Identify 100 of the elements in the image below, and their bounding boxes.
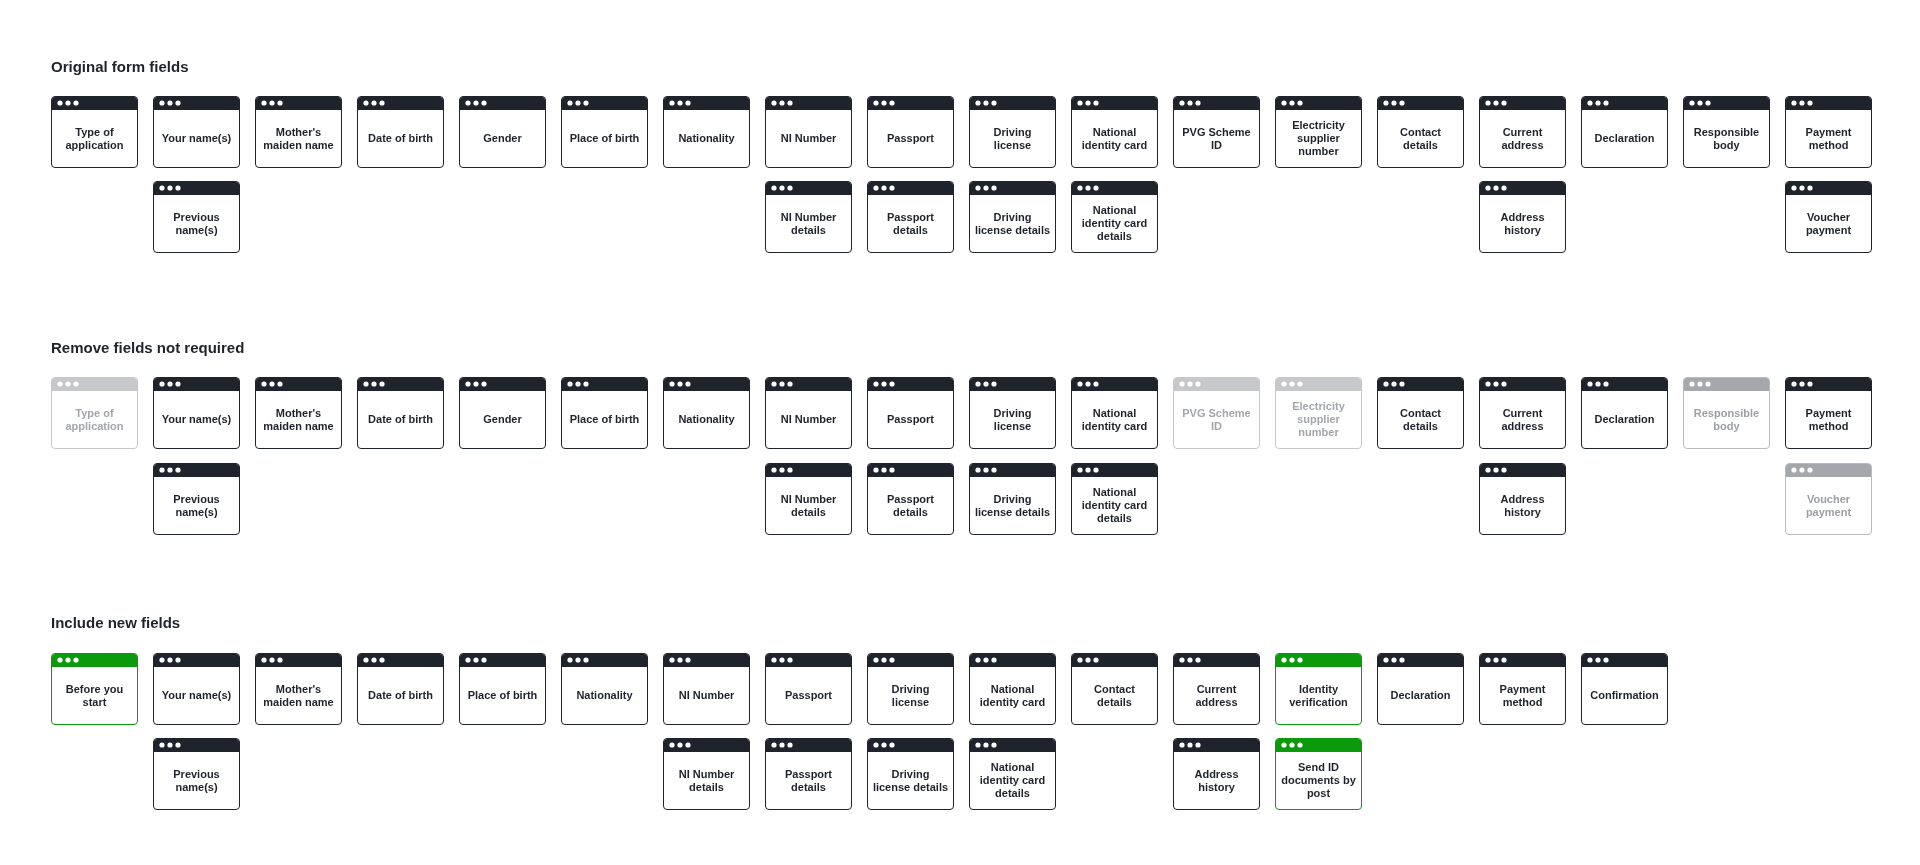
card-label: Type of application [64,406,125,433]
page-card [1785,463,1872,535]
page-card [51,96,138,168]
card-label: Contact details [1399,125,1442,152]
card-label: National identity card [1080,125,1149,152]
page-card [1785,181,1872,253]
page-card [765,463,852,535]
card-label: Payment method [1804,125,1853,152]
card-label: NI Number details [779,492,838,519]
page-card [51,377,138,449]
page-card [459,96,546,168]
page-card [1581,96,1668,168]
page-card [969,181,1056,253]
card-label: Date of birth [368,689,433,702]
card-label: Address history [1499,210,1546,237]
page-card [51,653,138,725]
page-card [1479,377,1566,449]
page-card [969,96,1056,168]
card-label: Previous name(s) [172,767,221,794]
card-label: National identity card [1080,406,1149,433]
card-label: Send ID documents by post [1280,761,1357,800]
card-label: NI Number [678,689,735,702]
page-card [663,377,750,449]
page-card [1479,463,1566,535]
page-card [357,377,444,449]
card-label: Current address [1500,406,1545,433]
card-label: Passport [886,413,935,426]
page-card [867,377,954,449]
page-card [867,653,954,725]
page-card [561,653,648,725]
card-label: Passport details [885,492,936,519]
card-label: Current address [1194,682,1239,709]
card-label: Nationality [576,689,633,702]
page-card [153,738,240,810]
page-card [663,653,750,725]
card-label: Date of birth [368,132,433,145]
card-label: Driving license [992,406,1033,433]
page-card [867,96,954,168]
card-label: Driving license [890,682,931,709]
page-card [1275,96,1362,168]
page-card [1377,653,1464,725]
card-label: Driving license details [872,767,949,794]
card-label: PVG Scheme ID [1181,125,1252,152]
page-card [561,96,648,168]
card-label: Your name(s) [161,132,232,145]
page-card [153,463,240,535]
page-card [1785,96,1872,168]
section-heading: Original form fields [51,58,189,75]
page-card [1071,463,1158,535]
card-label: NI Number details [677,767,736,794]
page-card [255,653,342,725]
page-card [357,653,444,725]
page-card [969,738,1056,810]
card-label: Gender [483,413,522,426]
page-card [153,96,240,168]
page-card [765,377,852,449]
card-label: Passport [784,689,833,702]
card-label: National identity card details [1080,204,1149,243]
card-label: Address history [1499,492,1546,519]
page-card [1071,377,1158,449]
page-card [1071,96,1158,168]
page-card [153,181,240,253]
card-label: Payment method [1498,682,1547,709]
page-card [1581,653,1668,725]
page-card [1173,738,1260,810]
card-label: Contact details [1093,682,1136,709]
card-label: NI Number details [779,210,838,237]
card-label: Type of application [64,125,125,152]
card-label: PVG Scheme ID [1181,406,1252,433]
card-label: Previous name(s) [172,210,221,237]
card-label: Electricity supplier number [1291,119,1346,158]
card-label: Payment method [1804,406,1853,433]
page-card [765,96,852,168]
card-label: Responsible body [1692,406,1761,433]
card-label: Mother's maiden name [262,125,335,152]
page-card [1275,377,1362,449]
card-label: Mother's maiden name [262,406,335,433]
card-label: Voucher payment [1804,492,1853,519]
card-label: Contact details [1399,406,1442,433]
card-label: Your name(s) [161,689,232,702]
page-card [1173,96,1260,168]
page-card [1581,377,1668,449]
page-card [765,181,852,253]
card-label: Nationality [678,132,735,145]
page-card [1479,96,1566,168]
card-label: Voucher payment [1804,210,1853,237]
page-card [459,377,546,449]
card-label: Current address [1500,125,1545,152]
page-card [1173,377,1260,449]
page-card [459,653,546,725]
card-label: Passport details [783,767,834,794]
card-label: NI Number [780,132,837,145]
page-card [1683,377,1770,449]
card-label: NI Number [780,413,837,426]
page-card [867,463,954,535]
card-label: Electricity supplier number [1291,400,1346,439]
card-label: Before you start [64,682,125,709]
page-card [765,738,852,810]
page-card [255,96,342,168]
card-label: Nationality [678,413,735,426]
